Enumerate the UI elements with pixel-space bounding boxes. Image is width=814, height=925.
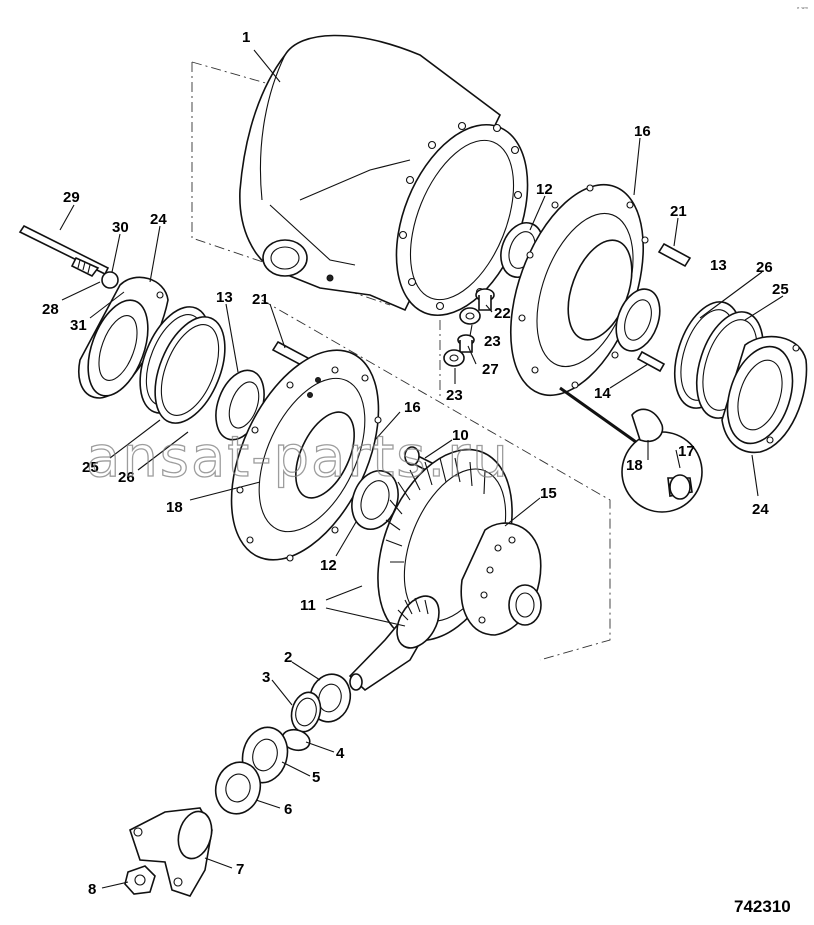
callout-23-lower: 23 <box>446 387 463 404</box>
callout-26-left: 26 <box>118 469 135 486</box>
callout-23-upper: 23 <box>484 333 501 350</box>
ball-28 <box>101 271 119 289</box>
callout-11: 11 <box>300 597 316 614</box>
dowel-pin-right <box>657 242 692 268</box>
bolt-22 <box>475 288 495 311</box>
spring-pin-30 <box>70 256 100 278</box>
callout-8: 8 <box>88 881 96 898</box>
drive-yoke <box>129 807 213 897</box>
callout-18-detail: 18 <box>626 457 643 474</box>
callout-27: 27 <box>482 361 499 378</box>
callout-7: 7 <box>236 861 244 878</box>
callout-3: 3 <box>262 669 270 686</box>
corner-mark: ᵉ ʷᵐ <box>797 6 809 13</box>
callout-1: 1 <box>242 29 250 46</box>
callout-24-right: 24 <box>752 501 769 518</box>
carrier-flange-right <box>509 183 649 397</box>
differential-case <box>460 522 542 636</box>
callout-31: 31 <box>70 317 87 334</box>
pinion-shaft <box>348 595 440 692</box>
pin-14 <box>636 350 666 373</box>
callout-22: 22 <box>494 305 511 322</box>
callout-14: 14 <box>594 385 611 402</box>
callout-6: 6 <box>284 801 292 818</box>
callout-25-right: 25 <box>772 281 789 298</box>
callout-2: 2 <box>284 649 292 666</box>
callout-12-lower: 12 <box>320 557 337 574</box>
screw-27 <box>457 334 475 353</box>
o-ring-left <box>154 316 226 424</box>
watermark-text: ansat-parts.ru <box>86 425 510 490</box>
leader-lines <box>59 49 784 889</box>
callout-18-left: 18 <box>166 499 183 516</box>
callout-13-left: 13 <box>216 289 233 306</box>
nut-8 <box>124 865 156 895</box>
callout-28: 28 <box>42 301 59 318</box>
callout-10: 10 <box>452 427 469 444</box>
callout-16-lower: 16 <box>404 399 421 416</box>
callout-21-left: 21 <box>252 291 269 308</box>
callout-26-right: 26 <box>756 259 773 276</box>
axle-housing <box>239 34 529 317</box>
callout-12-upper: 12 <box>536 181 553 198</box>
callout-labels: 1 16 12 21 29 30 24 13 26 25 28 22 31 23… <box>42 29 789 898</box>
callout-5: 5 <box>312 769 320 786</box>
washer-23-upper <box>459 307 481 325</box>
carrier-flange-left <box>230 349 382 562</box>
drawing-number: 742310 <box>734 897 791 916</box>
lock-nut-right <box>615 288 661 352</box>
callout-29: 29 <box>63 189 80 206</box>
callout-13-right: 13 <box>710 257 727 274</box>
end-cover-left <box>78 276 169 399</box>
callout-17: 17 <box>678 443 695 460</box>
callout-25-left: 25 <box>82 459 99 476</box>
callout-24-left: 24 <box>150 211 167 228</box>
oil-seal-6 <box>214 761 262 815</box>
callout-30: 30 <box>112 219 129 236</box>
callout-4: 4 <box>336 745 345 762</box>
detail-circle <box>559 386 703 513</box>
callout-21-right: 21 <box>670 203 687 220</box>
callout-16-upper: 16 <box>634 123 651 140</box>
end-cover-right <box>721 335 808 454</box>
washer-23-lower <box>443 349 465 367</box>
callout-15: 15 <box>540 485 557 502</box>
